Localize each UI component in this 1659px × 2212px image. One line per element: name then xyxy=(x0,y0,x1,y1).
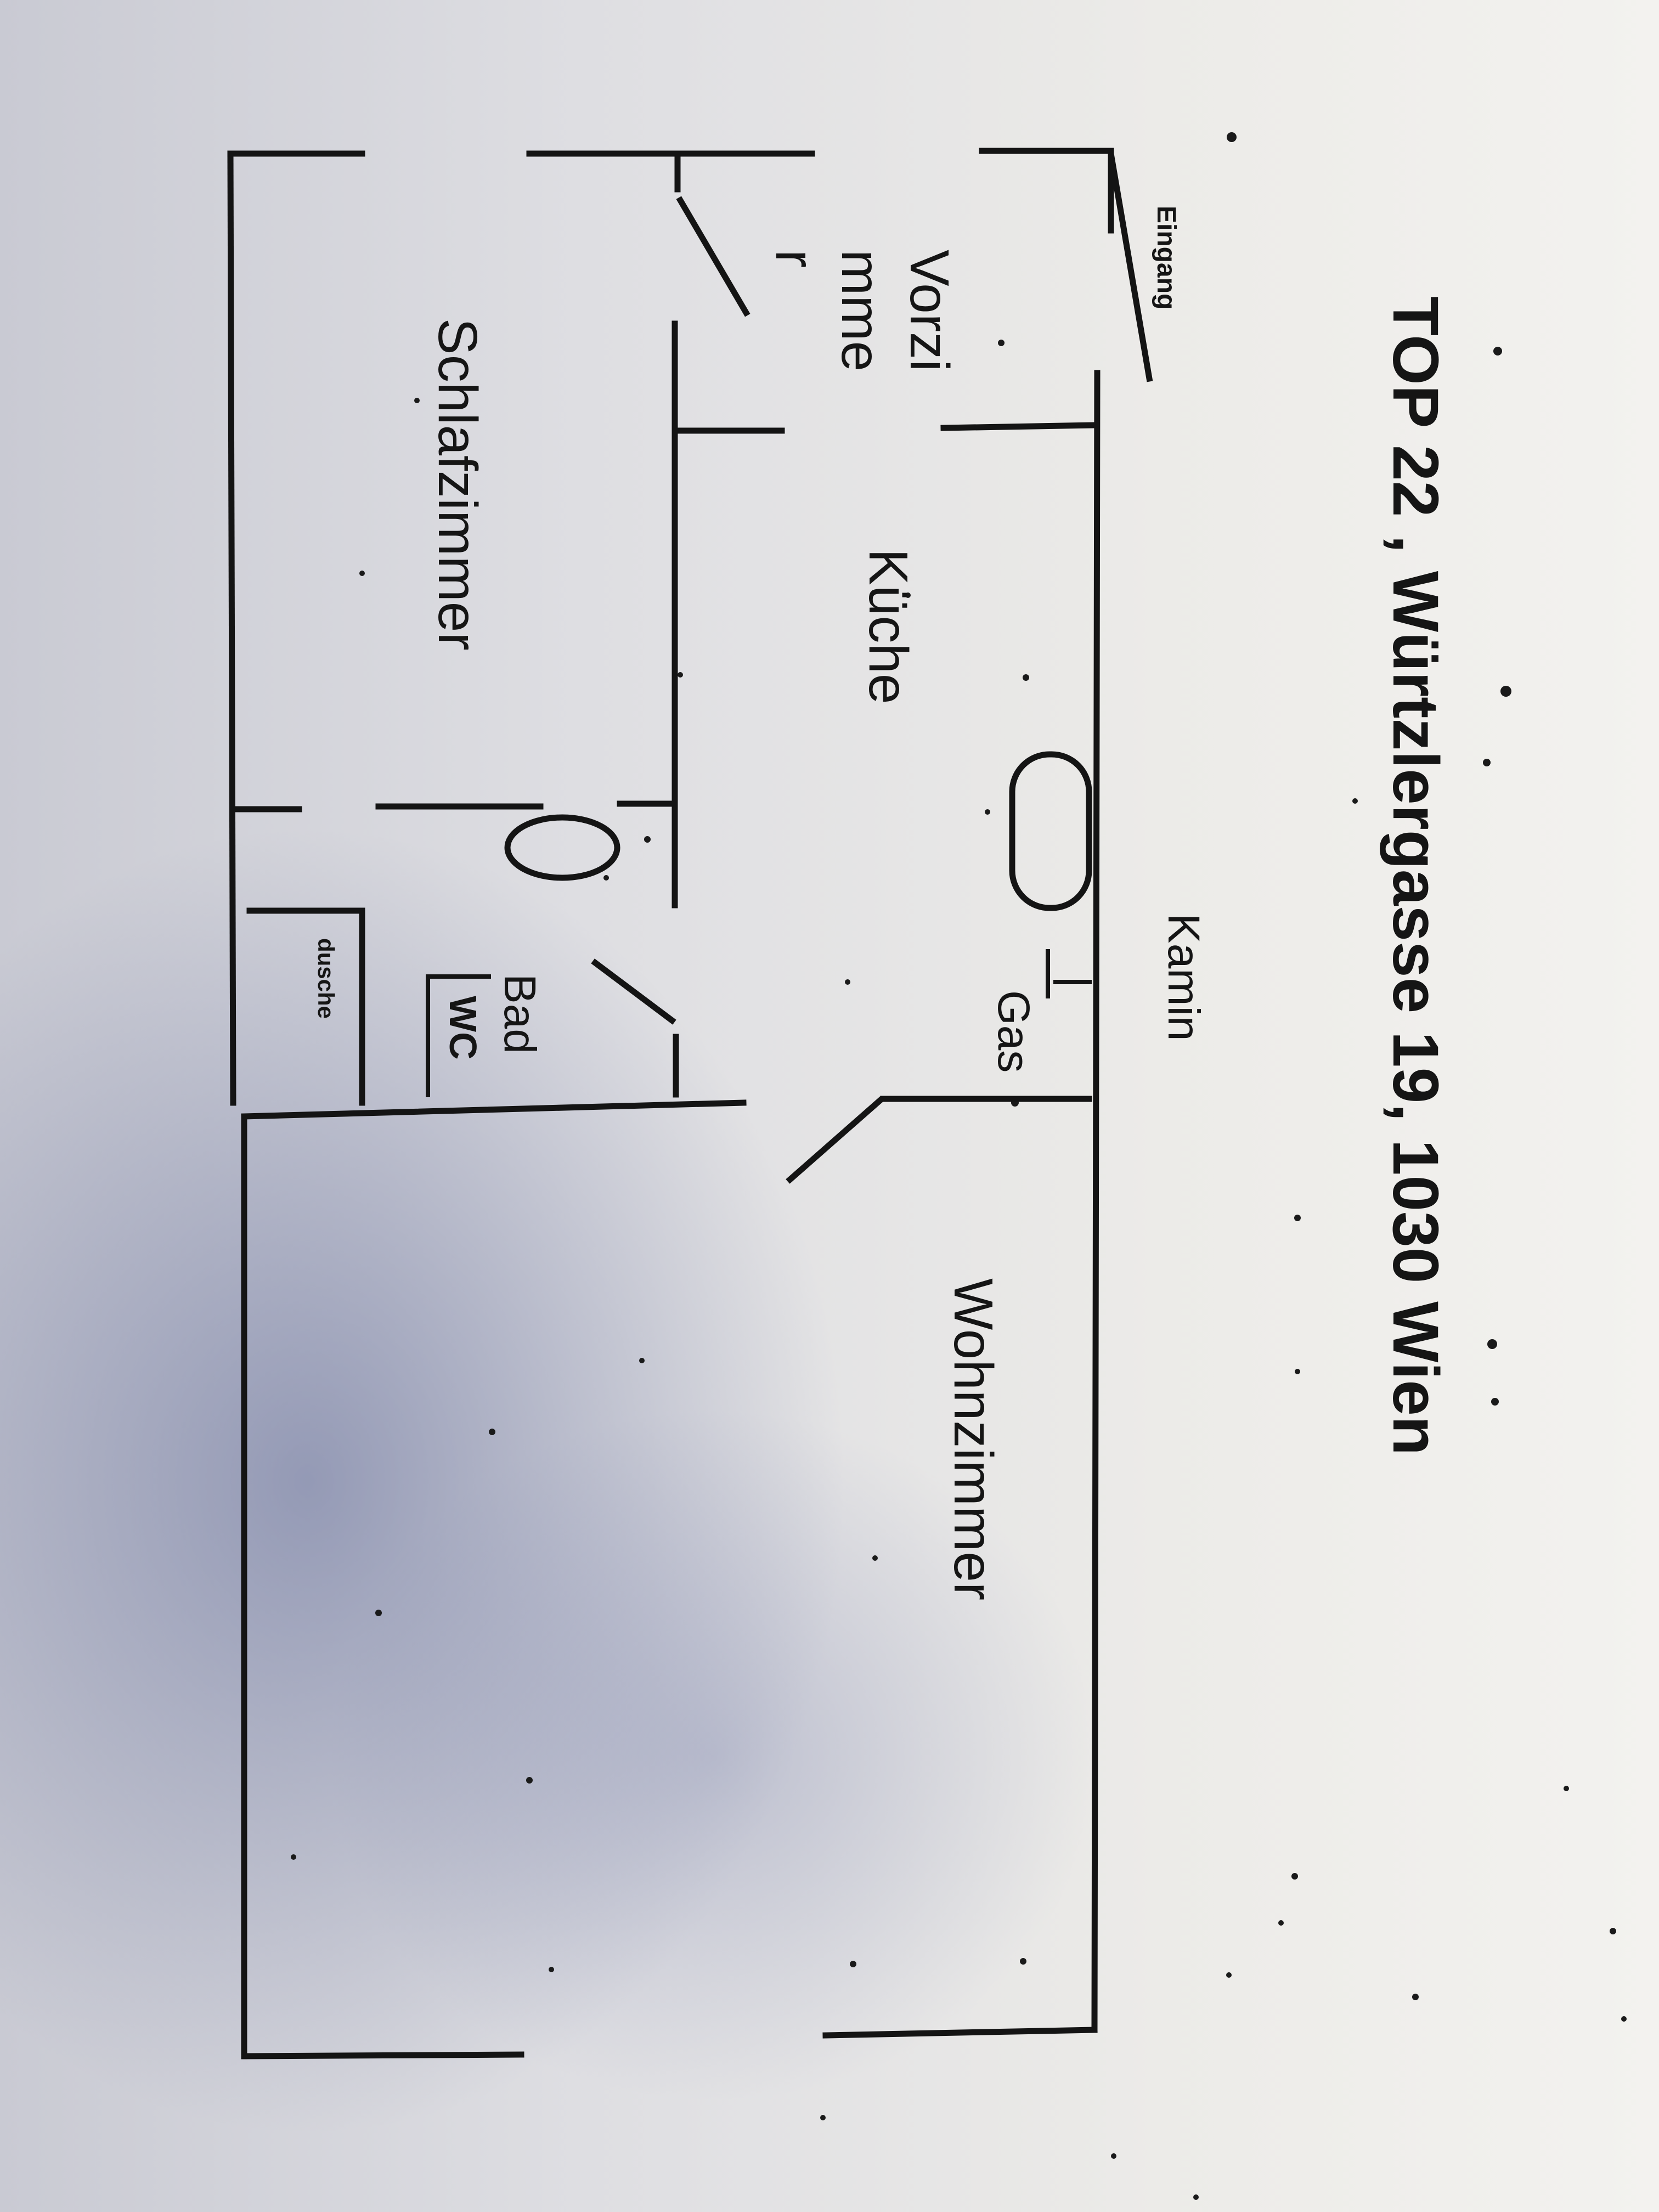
bedroom-door xyxy=(676,196,751,317)
label-gas: Gas xyxy=(989,990,1039,1073)
wc-symbol-icon xyxy=(426,974,491,1097)
fixtures xyxy=(426,751,1092,1097)
label-eingang: Eingang xyxy=(1152,206,1181,309)
label-vorzimmer-1: Vorzi xyxy=(899,250,960,371)
bathroom-door xyxy=(591,958,676,1025)
plan-labels: TOP 22 , Würtzlergasse 19, 1030 Wien Ein… xyxy=(313,206,1452,1600)
label-bad: Bad xyxy=(495,974,545,1054)
label-kueche: Küche xyxy=(857,549,919,704)
living-room-door xyxy=(786,1096,885,1184)
interior-walls xyxy=(230,150,1098,1120)
door-swings xyxy=(591,150,1153,1184)
label-kamin: Kamin xyxy=(1159,913,1209,1041)
label-schlafzimmer: Schlafzimmer xyxy=(427,318,488,651)
bathtub-basin-icon xyxy=(504,814,620,881)
exterior-walls xyxy=(227,148,1114,2059)
label-vorzimmer-3: r xyxy=(764,250,826,268)
label-dusche: dusche xyxy=(313,938,339,1019)
label-wohnzimmer: Wohnzimmer xyxy=(943,1278,1004,1600)
entrance-door xyxy=(1107,150,1153,382)
label-wc: WC xyxy=(442,996,484,1060)
kitchen-sink-icon xyxy=(1009,751,1092,911)
plan-title: TOP 22 , Würtzlergasse 19, 1030 Wien xyxy=(1379,296,1452,1455)
label-vorzimmer-2: mme xyxy=(830,250,891,371)
print-specks xyxy=(291,132,1627,2200)
